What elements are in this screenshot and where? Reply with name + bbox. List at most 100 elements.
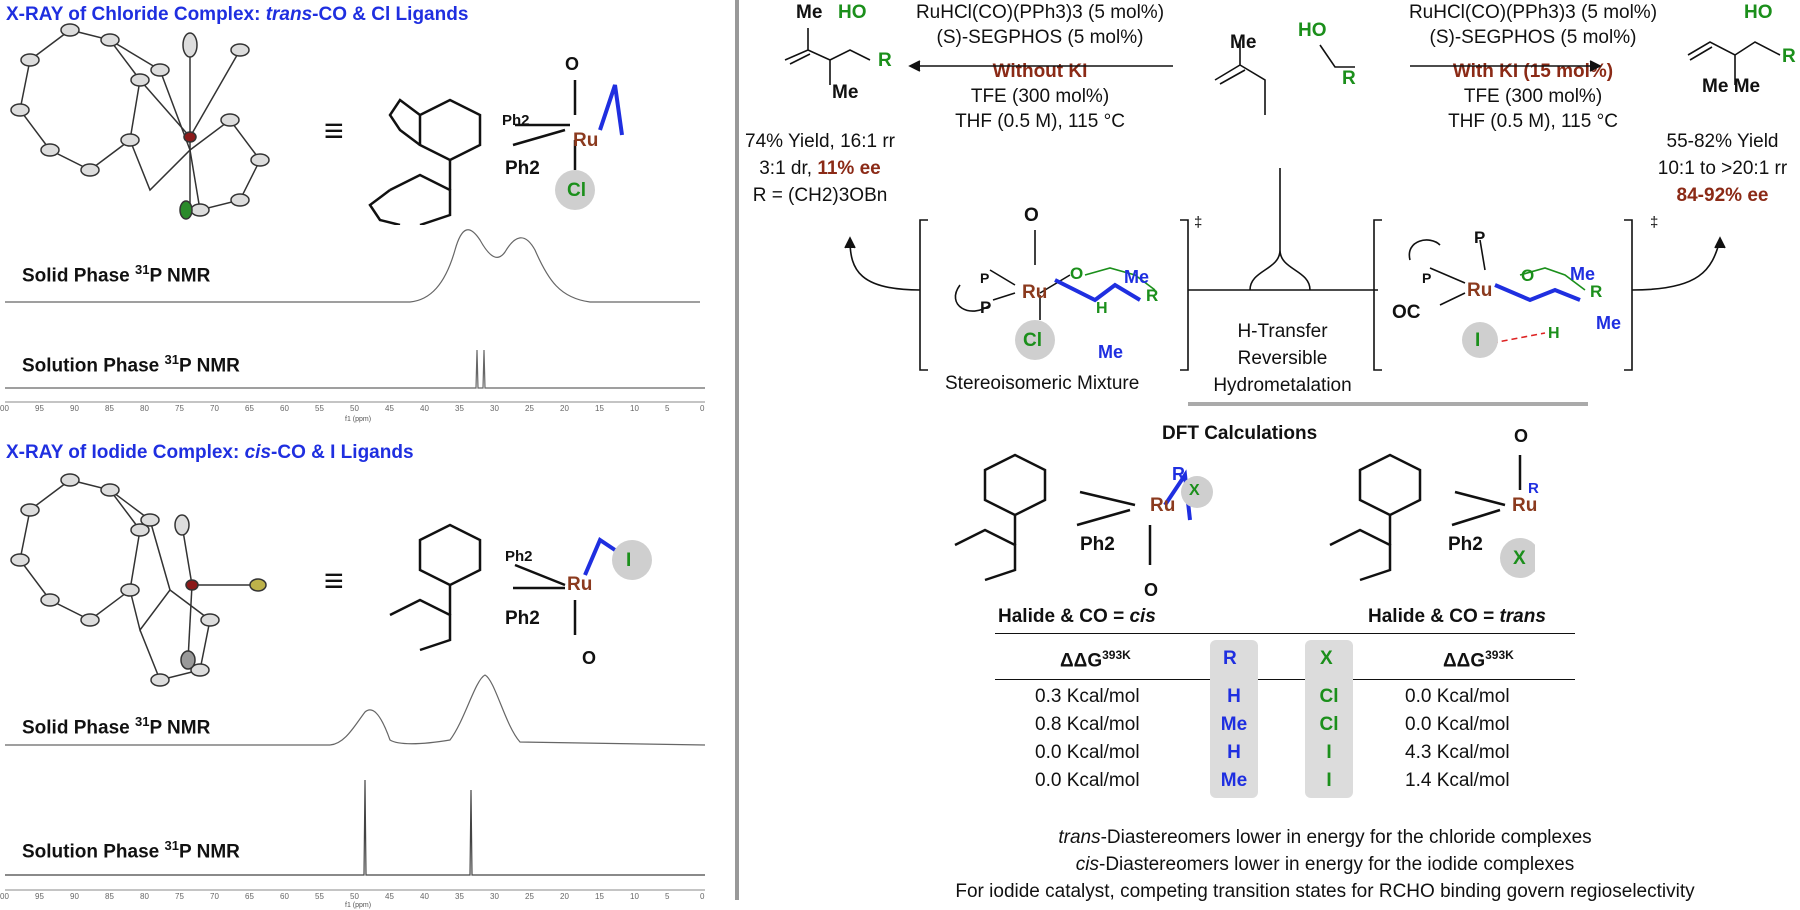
dft-cell-cis: 0.0 Kcal/mol	[1035, 770, 1140, 791]
axis-tick-label: 45	[385, 404, 394, 413]
axis-tick-label: 40	[420, 404, 429, 413]
ph2-label-2b: Ph2	[505, 608, 540, 629]
me-label-a: Me	[796, 2, 823, 23]
co-label-2: O	[582, 648, 597, 668]
ho-label-a: HO	[838, 2, 867, 23]
nmr-axis-unit-2: f1 (ppm)	[345, 902, 372, 909]
conclusion-3: For iodide catalyst, competing transitio…	[955, 881, 1695, 902]
dft-ph2-2: Ph2	[1448, 534, 1483, 555]
axis-tick-label: 75	[175, 404, 184, 413]
ho-label-c: HO	[1744, 2, 1773, 23]
axis-tick-label: 0	[700, 892, 705, 901]
axis-tick-label: 25	[525, 892, 534, 901]
ts2-me2: Me	[1596, 313, 1622, 333]
ts1-o2: O	[1070, 264, 1084, 283]
dft-cell-x: I	[1326, 770, 1332, 791]
dft-x-1: X	[1189, 482, 1200, 499]
nmr-axes	[5, 401, 705, 891]
axis-tick-label: 75	[175, 892, 184, 901]
nmr-axis-unit-1: f1 (ppm)	[345, 416, 372, 423]
dft-structures	[954, 453, 1535, 582]
axis-tick-label: 0	[700, 404, 705, 413]
dft-rule-top	[995, 633, 1575, 634]
dft-r-1: R	[1172, 464, 1185, 484]
ts1-r: R	[1146, 286, 1159, 305]
cl-label-1: Cl	[567, 180, 586, 201]
equivalence-symbol-2: ≡	[324, 562, 344, 600]
ts1-p2: P	[980, 298, 992, 317]
solution-nmr-trace-1	[5, 349, 705, 389]
ts1-me2: Me	[1098, 342, 1124, 362]
right-conditions: RuHCl(CO)(PPh3)3 (5 mol%) (S)-SEGPHOS (5…	[1408, 2, 1658, 132]
x-column-highlight	[1305, 640, 1353, 798]
iodide-xray-title: X-RAY of Iodide Complex: cis-CO & I Liga…	[6, 442, 414, 463]
equivalence-symbol-1: ≡	[324, 112, 344, 150]
ts2-me1: Me	[1570, 264, 1596, 284]
ph2-label-1a: Ph2	[502, 112, 530, 129]
axis-tick-label: 85	[105, 892, 114, 901]
dft-cell-trans: 0.0 Kcal/mol	[1405, 686, 1510, 707]
dft-col-r: R	[1223, 648, 1237, 669]
dft-o-2: O	[1514, 426, 1529, 446]
ho-label-reagent: HO	[1298, 20, 1327, 41]
co-label-1: O	[565, 54, 580, 74]
r-label-a: R	[878, 50, 892, 71]
axis-tick-label: 65	[245, 892, 254, 901]
axis-tick-label: 55	[315, 404, 324, 413]
dft-cell-x: I	[1326, 742, 1332, 763]
ts2-oc: OC	[1392, 302, 1421, 323]
hydrometalation-label: H-Transfer Reversible Hydrometalation	[1213, 321, 1352, 396]
axis-tick-label: 25	[525, 404, 534, 413]
ru-label-1: Ru	[573, 130, 599, 151]
me-label-diene: Me	[1230, 32, 1257, 53]
ph2-label-2a: Ph2	[505, 548, 533, 565]
dft-cell-x: Cl	[1319, 714, 1339, 735]
ts1-ddagger: ‡	[1194, 214, 1203, 231]
ts2-p2: P	[1422, 270, 1432, 286]
axis-tick-label: 20	[560, 404, 569, 413]
dft-cell-trans: 4.3 Kcal/mol	[1405, 742, 1510, 763]
axis-tick-label: 40	[420, 892, 429, 901]
axis-tick-label: 80	[140, 892, 149, 901]
ts1-cl: Cl	[1023, 330, 1042, 351]
ts2-p1: P	[1474, 228, 1486, 247]
right-result: 55-82% Yield 10:1 to >20:1 rr 84-92% ee	[1657, 131, 1788, 206]
chloride-xray-title: X-RAY of Chloride Complex: trans-CO & Cl…	[6, 4, 469, 25]
solid-nmr-label-1: Solid Phase 31P NMR	[22, 262, 211, 287]
dft-col-ddg-trans: ΔΔG393K	[1443, 648, 1514, 672]
axis-tick-label: 90	[70, 892, 79, 901]
dft-x-2: X	[1513, 548, 1526, 569]
r-label-c: R	[1782, 46, 1796, 67]
axis-tick-label: 95	[35, 404, 44, 413]
axis-tick-label: 35	[455, 404, 464, 413]
axis-tick-label: 50	[350, 404, 359, 413]
dft-cell-trans: 1.4 Kcal/mol	[1405, 770, 1510, 791]
ts1-h: H	[1096, 300, 1108, 317]
axis-tick-label: 95	[35, 892, 44, 901]
dft-rule-mid	[995, 679, 1575, 680]
dft-table-row: 0.0 Kcal/mol Me I 1.4 Kcal/mol	[995, 768, 1575, 796]
axis-tick-label: 85	[105, 404, 114, 413]
dft-cell-trans: 0.0 Kcal/mol	[1405, 714, 1510, 735]
ts1-o: O	[1024, 205, 1039, 226]
ts2-h: H	[1548, 325, 1560, 342]
solid-nmr-label-2: Solid Phase 31P NMR	[22, 714, 211, 739]
axis-tick-label: 15	[595, 892, 604, 901]
solution-nmr-label-1: Solution Phase 31P NMR	[22, 352, 240, 377]
r-label-reagent: R	[1342, 68, 1356, 89]
dft-cell-r: Me	[1220, 770, 1248, 791]
conclusion-2: cis-Diastereomers lower in energy for th…	[1075, 854, 1575, 875]
dft-r-2: R	[1528, 480, 1539, 497]
dft-ru-1: Ru	[1150, 495, 1176, 516]
dft-cell-cis: 0.8 Kcal/mol	[1035, 714, 1140, 735]
axis-tick-label: 15	[595, 404, 604, 413]
axis-tick-label: 00	[0, 892, 9, 901]
dft-ph2-1: Ph2	[1080, 534, 1115, 555]
me-me-label-c: Me Me	[1702, 76, 1761, 97]
ts1-me1: Me	[1124, 267, 1150, 287]
axis-tick-label: 90	[70, 404, 79, 413]
ts2-o2: O	[1521, 266, 1535, 285]
